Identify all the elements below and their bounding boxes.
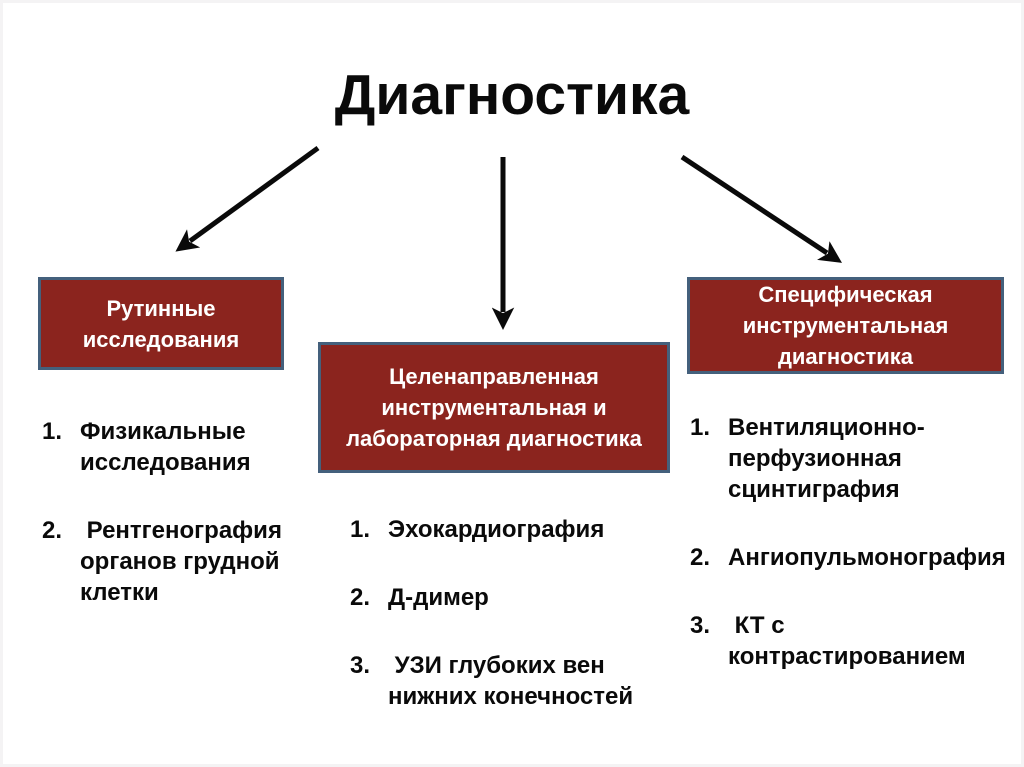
item-number: 3. bbox=[350, 652, 371, 679]
arrow-right-icon bbox=[680, 154, 843, 263]
item-number: 2. bbox=[350, 584, 371, 611]
item-number: 3. bbox=[690, 612, 711, 639]
list-item: 1. Физикальные исследования bbox=[42, 416, 297, 478]
item-text: Рентгенография органов грудной клетки bbox=[80, 517, 289, 606]
item-text: КТ с контрастированием bbox=[728, 612, 966, 670]
list-routine-studies: 1. Физикальные исследования 2. Рентгеног… bbox=[42, 416, 297, 608]
connector-arrows bbox=[175, 145, 843, 330]
box-targeted-diagnostics: Целенаправленная инструментальная и лабо… bbox=[318, 342, 670, 473]
item-text: Эхокардиография bbox=[388, 516, 605, 543]
list-item: 1. Вентиляционно-перфузионная сцинтиграф… bbox=[690, 412, 1012, 505]
arrow-left-icon bbox=[175, 145, 320, 252]
list-item: 2. Ангиопульмонография bbox=[690, 542, 1012, 573]
item-text: УЗИ глубоких вен нижних конечностей bbox=[388, 652, 634, 710]
item-number: 1. bbox=[690, 414, 711, 441]
item-number: 2. bbox=[690, 544, 711, 571]
item-text: Д-димер bbox=[388, 584, 489, 611]
list-item: 1. Эхокардиография bbox=[350, 514, 662, 545]
list-item: 2. Д-димер bbox=[350, 582, 662, 613]
item-number: 1. bbox=[42, 418, 63, 445]
item-text: Ангиопульмонография bbox=[728, 544, 1006, 571]
list-specific-diagnostics: 1. Вентиляционно-перфузионная сцинтиграф… bbox=[690, 412, 1012, 672]
list-item: 2. Рентгенография органов грудной клетки bbox=[42, 515, 297, 608]
list-item: 3. УЗИ глубоких вен нижних конечностей bbox=[350, 650, 662, 712]
list-targeted-diagnostics: 1. Эхокардиография 2. Д-димер 3. УЗИ глу… bbox=[350, 514, 662, 712]
box-specific-diagnostics: Специфическая инструментальная диагности… bbox=[687, 277, 1004, 374]
box-specific-diagnostics-label: Специфическая инструментальная диагности… bbox=[742, 282, 949, 369]
box-routine-studies-label: Рутинные исследования bbox=[82, 295, 240, 352]
box-targeted-diagnostics-label: Целенаправленная инструментальная и лабо… bbox=[346, 364, 642, 451]
item-text: Вентиляционно-перфузионная сцинтиграфия bbox=[728, 414, 925, 503]
item-number: 2. bbox=[42, 517, 63, 544]
page-title: Диагностика bbox=[334, 63, 690, 127]
list-item: 3. КТ с контрастированием bbox=[690, 610, 1012, 672]
item-number: 1. bbox=[350, 516, 371, 543]
item-text: Физикальные исследования bbox=[80, 418, 253, 476]
box-routine-studies: Рутинные исследования bbox=[38, 277, 284, 370]
